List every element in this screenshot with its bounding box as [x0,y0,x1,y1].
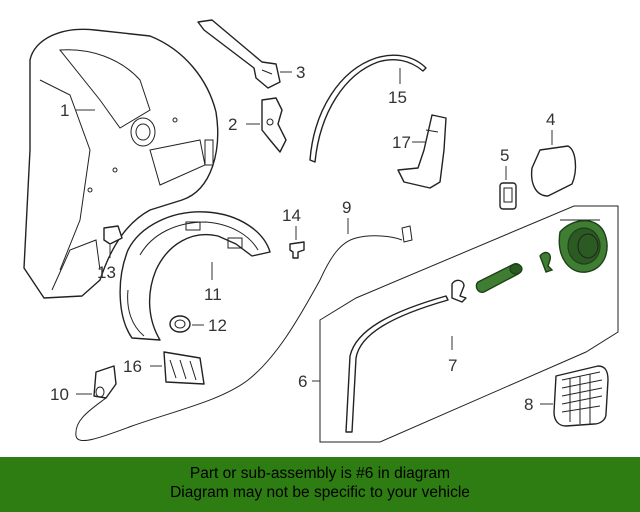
callout-9: 9 [342,198,351,217]
callout-7: 7 [448,356,457,375]
footer-banner: Part or sub-assembly is #6 in diagram Di… [0,457,640,512]
clip-part-5[interactable] [499,182,517,210]
quarter-panel-part-1[interactable] [23,28,219,299]
filler-pipe-part-7[interactable] [345,262,523,433]
callout-2: 2 [228,115,237,134]
parts-diagram: 1 3 2 15 17 4 5 11 [23,19,619,443]
bracket-part-2[interactable] [261,97,287,153]
push-clip-part-14[interactable] [289,241,305,259]
callout-8: 8 [524,395,533,414]
plug-part-12[interactable] [169,315,191,333]
filler-housing-highlighted[interactable] [539,220,608,273]
callout-1: 1 [60,101,69,120]
grommet-part-13[interactable] [103,225,123,245]
footer-line-1: Part or sub-assembly is #6 in diagram [189,465,451,482]
mud-guard-part-17[interactable] [397,114,447,189]
vent-grille-part-8[interactable] [553,365,609,427]
weatherstrip-part-15[interactable] [309,54,427,163]
bracket-part-16[interactable] [163,351,205,385]
callout-4: 4 [546,110,555,129]
callout-16: 16 [123,357,142,376]
callout-6: 6 [298,372,307,391]
callout-10: 10 [50,385,69,404]
fuel-filler-assembly-part-6[interactable] [319,205,619,443]
callout-15: 15 [388,88,407,107]
cable-part-9[interactable] [75,225,413,442]
callout-14: 14 [282,206,301,225]
footer-line-2: Diagram may not be specific to your vehi… [170,484,470,501]
wheel-liner-part-11[interactable] [119,211,271,341]
callout-12: 12 [208,316,227,335]
callout-3: 3 [296,63,305,82]
callout-13: 13 [97,263,116,282]
opener-part-10[interactable] [93,365,117,399]
brace-part-3[interactable] [197,19,281,89]
fuel-lid-part-4[interactable] [530,145,577,197]
callout-17: 17 [392,133,411,152]
callout-5: 5 [500,146,509,165]
callout-11: 11 [204,285,222,304]
